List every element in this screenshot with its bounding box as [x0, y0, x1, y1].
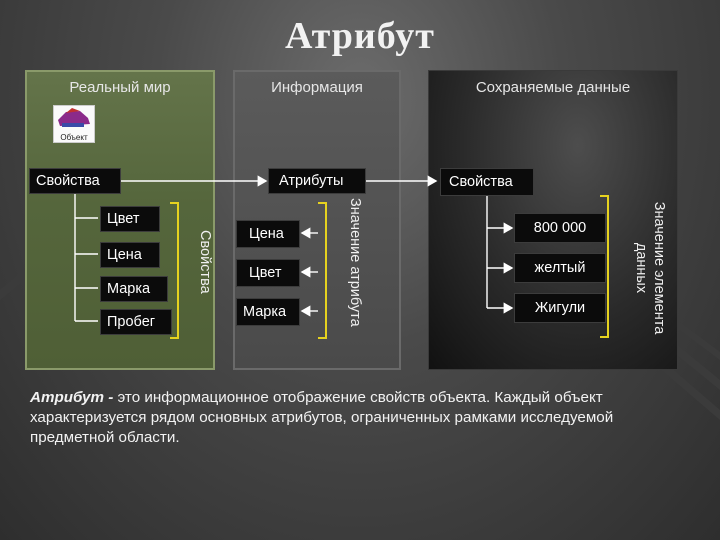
car-icon [58, 108, 90, 127]
stored-item-price-value: 800 000 [514, 213, 606, 243]
real-item-price: Цена [100, 242, 160, 268]
stored-item-brand-value: Жигули [514, 293, 606, 323]
information-title: Информация [271, 79, 363, 96]
stored-properties-box: Свойства [440, 168, 534, 196]
stored-bracket-label: Значение элемента данных [632, 183, 668, 353]
attributes-box: Атрибуты [268, 168, 366, 194]
description-text: это информационное отображение свойств о… [30, 389, 614, 446]
info-bracket-label: Значение атрибута [347, 198, 363, 327]
description: Атрибут - это информационное отображение… [30, 388, 630, 448]
real-properties-box: Свойства [29, 168, 121, 194]
stored-bracket-label-line1: Значение элемента [651, 201, 667, 335]
object-logo: Объект [53, 105, 95, 143]
info-item-brand: Марка [236, 298, 300, 326]
real-item-mileage: Пробег [100, 309, 172, 335]
real-bracket-label: Свойства [197, 230, 213, 294]
real-item-color: Цвет [100, 206, 160, 232]
page-title: Атрибут [285, 15, 435, 57]
real-world-title: Реальный мир [69, 79, 171, 96]
info-item-color: Цвет [236, 259, 300, 287]
description-term: Атрибут - [30, 389, 114, 406]
stored-bracket-label-line2: данных [633, 242, 649, 294]
info-item-price: Цена [236, 220, 300, 248]
real-item-brand: Марка [100, 276, 168, 302]
object-label: Объект [60, 133, 88, 142]
stored-item-color-value: желтый [514, 253, 606, 283]
stored-data-title: Сохраняемые данные [475, 79, 631, 96]
